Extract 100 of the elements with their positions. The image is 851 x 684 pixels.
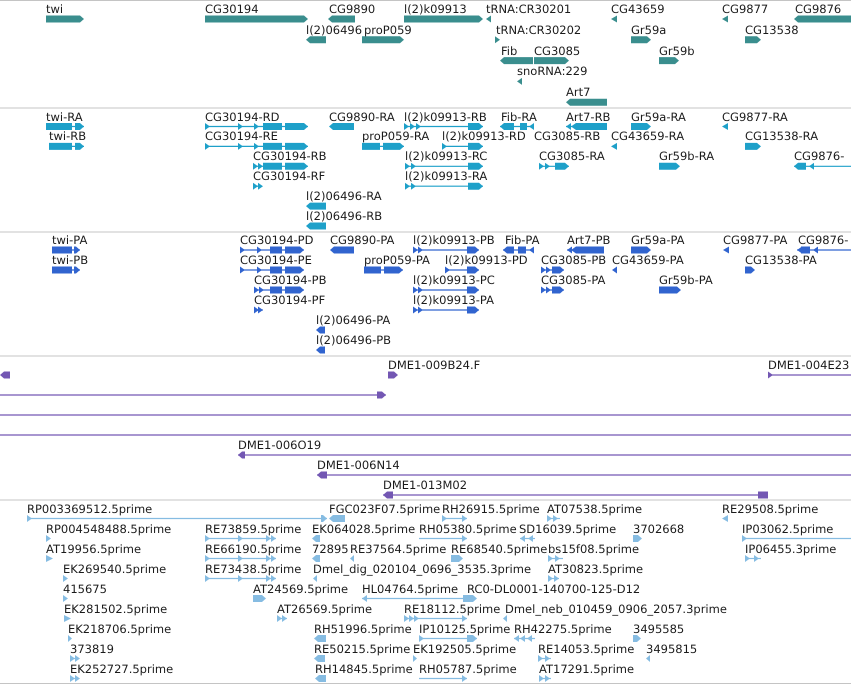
feature-label: CG30194-PF [254, 293, 326, 307]
feature-label: IP10125.5prime [419, 622, 510, 636]
feature-label: Fib-RA [501, 110, 537, 124]
feature-label: CG30194-PB [254, 273, 326, 287]
feature-label: Art7-PB [567, 233, 610, 247]
feature-label: proP059-PA [364, 253, 430, 267]
feature-label: CG3085-PB [541, 253, 606, 267]
feature-label: CG30194-PD [240, 233, 314, 247]
feature-label: Gr59a-PA [631, 233, 685, 247]
feature-label: twi-PA [52, 233, 88, 247]
feature-label: IP03062.5prime [742, 522, 834, 536]
feature-label: AT17291.5prime [539, 662, 634, 676]
feature-label: EK269540.5prime [63, 562, 166, 576]
feature-label: RH05380.5prime [419, 522, 517, 536]
feature-label: l(2)06496-PB [316, 333, 392, 347]
feature-label: l(2)k09913-RA [405, 169, 488, 184]
feature-label: CG9877-PA [723, 233, 788, 247]
feature-label: CG30194 [205, 2, 259, 16]
feature-label: AT24569.5prime [253, 582, 348, 596]
feature-label: CG30194-PE [240, 253, 312, 267]
feature-label: tRNA:CR30201 [486, 2, 572, 16]
feature-label: RE50215.5prime [314, 642, 410, 656]
feature-label: 3495815 [646, 642, 698, 656]
feature-label: DME1-004E23 [768, 358, 850, 372]
feature-label: RP004548488.5prime [46, 522, 172, 536]
feature-label: twi-RA [46, 110, 83, 124]
feature-label: l(2)06496-RA [306, 189, 382, 204]
feature-label: CG3085-RB [534, 129, 600, 144]
feature-label: IP06455.3prime [745, 542, 836, 556]
feature-label: l(2)k09913-PB [413, 233, 495, 247]
feature-label: Fib-PA [505, 233, 540, 247]
feature-label: DME1-009B24.F [388, 358, 480, 372]
feature-label: RH26915.5prime [442, 502, 540, 516]
feature-label: Art7-RB [566, 110, 610, 124]
feature-label: l(2)06496 [306, 22, 362, 37]
feature-label: CG9877 [722, 2, 768, 16]
feature-label: EK218706.5prime [68, 622, 172, 636]
feature-label: RE18112.5prime [404, 602, 500, 616]
feature-label: proP059 [364, 22, 412, 37]
feature-label: Dmel_neb_010459_0906_2057.3prime [505, 602, 727, 616]
feature-label: CG43659 [611, 2, 665, 16]
feature-label: CG43659-RA [611, 129, 684, 144]
feature-label: CG9877-RA [722, 110, 788, 124]
feature-label: 373819 [70, 642, 114, 656]
feature-label: EK064028.5prime [312, 522, 416, 536]
feature-label: proP059-RA [362, 129, 430, 144]
feature-label: EK192505.5prime [413, 642, 516, 656]
feature-label: CG9890-PA [330, 233, 394, 247]
feature-label: l(2)06496-RB [306, 209, 382, 223]
feature-label: RH42275.5prime [514, 622, 612, 636]
feature-label: RE73438.5prime [205, 562, 302, 576]
feature-label: twi-PB [52, 253, 88, 267]
feature-label: RE68540.5prime [451, 542, 548, 556]
feature-label: RE66190.5prime [205, 542, 302, 556]
feature-label: CG9876- [798, 233, 848, 247]
feature-label: HL04764.5prime [362, 582, 458, 596]
feature-label: CG43659-PA [612, 253, 684, 267]
feature-label: Gr59b-RA [659, 149, 714, 164]
feature-label: EK252727.5prime [70, 662, 174, 676]
feature-label: CG30194-RB [253, 149, 327, 164]
feature-label: CG9876- [794, 149, 844, 164]
feature-label: RH05787.5prime [419, 662, 517, 676]
feature-label: CG13538 [745, 22, 799, 37]
feature-label: AT30823.5prime [548, 562, 644, 576]
feature-label: bs15f08.5prime [548, 542, 640, 556]
feature-label: RC0-DL0001-140700-125-D12 [467, 582, 640, 596]
feature-label: RH14845.5prime [315, 662, 413, 676]
feature-label: RE73859.5prime [205, 522, 302, 536]
feature-label: CG30194-RE [205, 129, 278, 144]
feature-label: 3495585 [633, 622, 684, 636]
feature-label: AT19956.5prime [46, 542, 142, 556]
feature-label: 415675 [63, 582, 107, 596]
feature-label: DME1-006O19 [238, 438, 322, 452]
feature-label: l(2)k09913-PC [413, 273, 495, 287]
feature-label: RP003369512.5prime [27, 502, 152, 516]
feature-label: tRNA:CR30202 [496, 22, 582, 37]
feature-label: CG3085-RA [539, 149, 605, 164]
feature-label: CG9890-RA [329, 110, 395, 124]
feature-label: l(2)06496-PA [316, 313, 390, 327]
feature-label: CG30194-RD [205, 110, 280, 124]
feature-label: CG13538-PA [745, 253, 817, 267]
feature-label: twi-RB [49, 129, 86, 144]
feature-label: RE14053.5prime [538, 642, 634, 656]
feature-label: l(2)k09913-RD [442, 129, 526, 144]
feature-label: FGC023F07.5prime [329, 502, 440, 516]
feature-label: RE37564.5prime [350, 542, 446, 556]
feature-label: RH51996.5prime [314, 622, 412, 636]
feature-label: CG13538-RA [745, 129, 818, 144]
feature-label: Gr59a [631, 22, 666, 37]
feature-label: twi [46, 2, 64, 16]
feature-label: Gr59b-PA [659, 273, 713, 287]
feature-label: l(2)k09913-PD [445, 253, 528, 267]
feature-label: EK281502.5prime [64, 602, 168, 616]
feature-label: l(2)k09913-PA [413, 293, 494, 307]
feature-label: l(2)k09913-RB [404, 110, 487, 124]
feature-label: CG3085-PA [541, 273, 606, 287]
feature-label: Dmel_dig_020104_0696_3535.3prime [313, 562, 532, 576]
feature-label: l(2)k09913 [404, 2, 467, 16]
feature-label: AT26569.5prime [277, 602, 372, 616]
feature-label: snoRNA:229 [517, 64, 588, 78]
